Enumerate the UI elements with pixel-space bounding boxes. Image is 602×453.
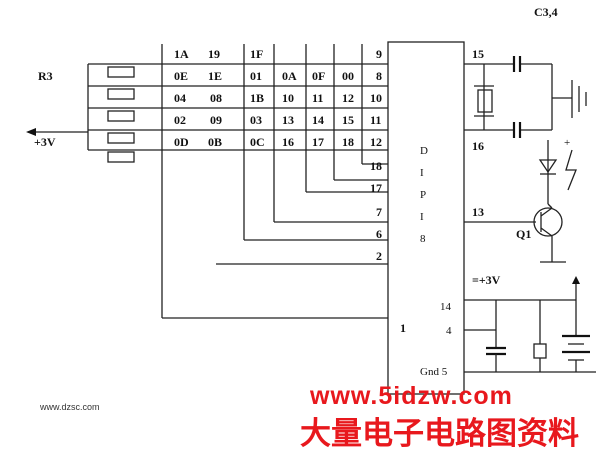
grid-cell: 0A <box>282 69 297 83</box>
plus3v-right-label: =+3V <box>472 273 501 287</box>
grid-cell: 0C <box>250 135 265 149</box>
pin-number: 18 <box>370 159 382 173</box>
pin-number: 16 <box>472 139 484 153</box>
grid-header-1F: 1F <box>250 47 263 61</box>
grid-cell: 15 <box>342 113 354 127</box>
svg-text:+: + <box>564 137 570 149</box>
pin-number: 17 <box>370 181 382 195</box>
r3-label: R3 <box>38 69 53 83</box>
grid-cell: 09 <box>210 113 222 127</box>
right-wiring: + <box>464 56 596 373</box>
ic-letter: 8 <box>420 233 426 245</box>
plus3v-left-label: +3V <box>34 135 56 149</box>
pin-number: 7 <box>376 205 382 219</box>
pin-number: 13 <box>472 205 484 219</box>
grid-cell: 17 <box>312 135 324 149</box>
pin-number: 15 <box>472 47 484 61</box>
grid-cell: 04 <box>174 91 186 105</box>
c34-label: C3,4 <box>534 5 558 19</box>
watermark-url: www.5idzw.com <box>309 382 513 410</box>
grid-codes: 0E 1E 01 0A 0F 00 04 08 1B 10 11 12 02 0… <box>174 69 354 149</box>
grid-cell: 18 <box>342 135 354 149</box>
pin-number: 14 <box>440 301 452 313</box>
q1-label: Q1 <box>516 227 531 241</box>
ic-right-pins: 15 16 13 14 4 <box>440 47 484 337</box>
grid-cell: 01 <box>250 69 262 83</box>
pin-number: 1 <box>400 321 406 335</box>
pin-number: 2 <box>376 249 382 263</box>
grid-cell: 0E <box>174 69 188 83</box>
ic-left-pins: 9 8 10 11 12 18 17 7 6 2 1 <box>370 47 406 335</box>
grid-cell: 16 <box>282 135 294 149</box>
grid-cell: 1E <box>208 69 222 83</box>
pin-number: 4 <box>446 325 452 337</box>
pin-number: 10 <box>370 91 382 105</box>
grid-cell: 00 <box>342 69 354 83</box>
grid-cell: 13 <box>282 113 294 127</box>
grid-cell: 14 <box>312 113 324 127</box>
grid-header-19: 19 <box>208 47 220 61</box>
grid-cell: 0F <box>312 69 325 83</box>
ic-body <box>387 41 465 395</box>
grid-header-1A: 1A <box>174 47 189 61</box>
grid-cell: 11 <box>312 91 323 105</box>
grid-cell: 03 <box>250 113 262 127</box>
grid-cell: 1B <box>250 91 264 105</box>
grid-cell: 10 <box>282 91 294 105</box>
pin-number: 11 <box>370 113 381 127</box>
grid-cell: 12 <box>342 91 354 105</box>
watermark-cn: 大量电子电路图资料 <box>300 416 579 452</box>
grid-cell: 0B <box>208 135 222 149</box>
watermark-site: www.dzsc.com <box>39 402 100 412</box>
pin-number: 8 <box>376 69 382 83</box>
ic-letter: P <box>420 189 426 201</box>
ic-inner-letters: D I P I 8 <box>420 145 428 245</box>
ic-letter: I <box>420 167 424 179</box>
keypad-grid-lines <box>161 44 388 319</box>
pin-number: 12 <box>370 135 382 149</box>
grid-cell: 02 <box>174 113 186 127</box>
grid-cell: 08 <box>210 91 222 105</box>
pin-number: 9 <box>376 47 382 61</box>
pin-number: 6 <box>376 227 382 241</box>
resistor-network <box>26 63 388 163</box>
gnd-label: Gnd 5 <box>420 366 448 378</box>
grid-cell: 0D <box>174 135 189 149</box>
ic-letter: I <box>420 211 424 223</box>
ic-letter: D <box>420 145 428 157</box>
